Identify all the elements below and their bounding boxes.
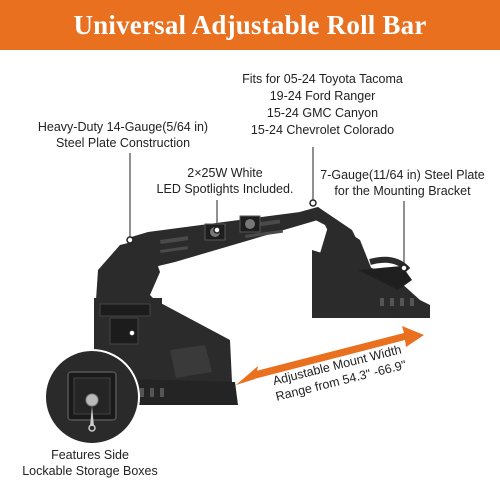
callout-led: 2×25W White LED Spotlights Included.	[140, 165, 310, 197]
callout-fits: Fits for 05-24 Toyota Tacoma 19-24 Ford …	[205, 71, 440, 139]
callout-storage: Features Side Lockable Storage Boxes	[0, 447, 180, 479]
lock-zoom-circle	[44, 349, 140, 445]
callout-led-line-1: 2×25W White	[187, 166, 263, 180]
led-spotlight-right	[239, 215, 261, 233]
callout-gauge7: 7-Gauge(11/64 in) Steel Plate for the Mo…	[305, 167, 500, 199]
callout-gauge7-line-1: 7-Gauge(11/64 in) Steel Plate	[320, 168, 485, 182]
callout-gauge14-line-2: Steel Plate Construction	[55, 136, 191, 150]
callout-fits-line-4: 15-24 Chevrolet Colorado	[250, 123, 395, 137]
page-title: Universal Adjustable Roll Bar	[73, 9, 427, 40]
width-arrow	[236, 326, 424, 385]
callout-gauge14-line-1: Heavy-Duty 14-Gauge(5/64 in)	[37, 120, 209, 134]
callout-fits-line-3: 15-24 GMC Canyon	[266, 106, 379, 120]
callout-gauge7-line-2: for the Mounting Bracket	[334, 184, 471, 198]
callout-fits-line-1: Fits for 05-24 Toyota Tacoma	[242, 72, 403, 86]
title-banner: Universal Adjustable Roll Bar	[0, 0, 500, 50]
callout-fits-line-2: 19-24 Ford Ranger	[269, 89, 376, 103]
callout-storage-line-1: Features Side	[51, 448, 129, 462]
callout-storage-line-2: Lockable Storage Boxes	[22, 464, 158, 478]
callout-gauge14: Heavy-Duty 14-Gauge(5/64 in) Steel Plate…	[28, 119, 218, 151]
callout-led-line-2: LED Spotlights Included.	[156, 182, 294, 196]
